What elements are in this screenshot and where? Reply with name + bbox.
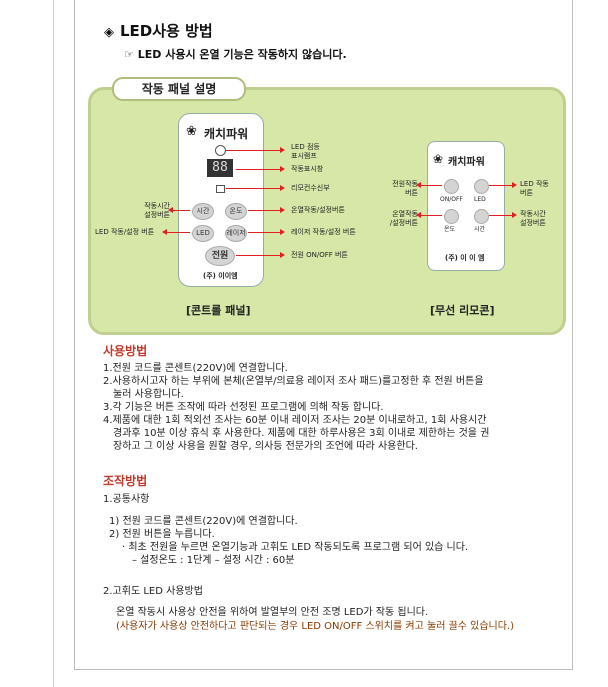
- list-item: 1.전원 코드를 콘센트(220V)에 연결합니다.: [103, 363, 288, 374]
- pointing-hand-icon: ☞: [124, 48, 134, 61]
- arrow: [162, 229, 190, 235]
- power-button[interactable]: 전원: [205, 246, 235, 266]
- arrow: [226, 185, 285, 191]
- list-item: 2.사용하시고자 하는 부위에 본체(온열부/의료용 레이저 조사 패드)를고정…: [103, 376, 484, 387]
- list-item: 눌러 사용합니다.: [113, 389, 184, 400]
- list-item: 3.각 기능은 버튼 조작에 따라 선정된 프로그램에 의해 작동 합니다.: [103, 402, 384, 413]
- list-item: 장하고 그 이상 사용을 원할 경우, 의사등 전문가의 조언에 따라 사용한다…: [113, 441, 418, 452]
- arrow: [236, 166, 285, 172]
- control-panel-maker: (주) 이이엠: [203, 272, 238, 280]
- temperature-button[interactable]: 온도: [225, 203, 247, 220]
- panel-tab-label: 작동 패널 설명: [112, 77, 246, 101]
- remote-led-button[interactable]: [474, 179, 489, 194]
- remote-time-label: 시간: [474, 226, 486, 233]
- arrow: [416, 182, 442, 188]
- remote-power-button[interactable]: [444, 179, 459, 194]
- control-panel-brand: 캐치파워: [204, 127, 249, 141]
- label-remote-heat: 온열작동/설정버튼: [389, 210, 418, 227]
- flower-logo-icon: ❀: [186, 124, 197, 139]
- operation-steps: 1) 전원 코드를 콘센트(220V)에 연결합니다. 2) 전원 버튼을 누릅…: [109, 515, 468, 567]
- display-window: 88: [207, 159, 233, 177]
- arrow: [248, 229, 285, 235]
- list-item: 2) 전원 버튼을 누릅니다.: [109, 529, 215, 540]
- left-page-border: [53, 0, 54, 687]
- arrow: [416, 212, 442, 218]
- arrow: [168, 207, 190, 213]
- led-usage-line: 온열 작동시 사용상 안전을 위하여 발열부의 안전 조명 LED가 작동 됩니…: [116, 607, 429, 618]
- led-usage-heading: 2.고휘도 LED 사용방법: [103, 586, 203, 597]
- time-button[interactable]: 시간: [192, 203, 214, 220]
- flower-logo-icon: ❀: [433, 152, 444, 166]
- remote-led-label: LED: [474, 196, 486, 203]
- led-usage-note: (사용자가 사용상 안전하다고 판단되는 경우 LED ON/OFF 스위치를 …: [116, 621, 515, 632]
- arrow: [489, 182, 517, 188]
- arrow: [226, 147, 285, 153]
- laser-button[interactable]: 레이저: [225, 225, 247, 242]
- diamond-bullet-icon: ◈: [104, 25, 114, 40]
- remote-receiver: [216, 185, 225, 193]
- remote-maker: (주) 이 이 엠: [445, 254, 485, 262]
- label-receiver: 리모컨수신부: [291, 184, 330, 192]
- arrow: [236, 252, 285, 258]
- remote-caption: [무선 리모콘]: [430, 304, 495, 317]
- remote-card: [427, 141, 505, 271]
- arrow: [489, 212, 517, 218]
- arrow: [248, 207, 285, 213]
- led-indicator-lamp: [215, 145, 226, 156]
- label-led-button: LED 작동/설정 버튼: [95, 228, 155, 236]
- led-button[interactable]: LED: [192, 225, 214, 242]
- remote-time-button[interactable]: [474, 209, 489, 224]
- list-item: 경과후 10분 이상 휴식 후 사용한다. 제품에 대한 하루사용은 3회 이내…: [113, 428, 490, 439]
- remote-temp-label: 온도: [444, 226, 456, 233]
- list-item: 1) 전원 코드를 콘센트(220V)에 연결합니다.: [109, 516, 298, 527]
- usage-list: 1.전원 코드를 콘센트(220V)에 연결합니다. 2.사용하시고자 하는 부…: [103, 362, 489, 453]
- page-subtitle: ☞ LED 사용시 온열 기능은 작동하지 않습니다.: [124, 48, 347, 61]
- remote-temperature-button[interactable]: [444, 209, 459, 224]
- common-heading: 1.공통사항: [103, 494, 150, 505]
- label-power-button: 전원 ON/OFF 버튼: [291, 251, 348, 259]
- list-item: – 설정온도 : 1단계 – 설정 시간 : 60분: [132, 555, 295, 566]
- content-frame: [74, 0, 573, 670]
- remote-brand: 캐치파워: [448, 157, 485, 168]
- usage-heading: 사용방법: [103, 344, 148, 358]
- label-heat-button: 온열작동/설정버튼: [291, 206, 345, 214]
- list-item: 4.제품에 대한 1회 적외선 조사는 60분 이내 레이저 조사는 20분 이…: [103, 415, 487, 426]
- list-item: · 최초 전원을 누르면 온열기능과 고휘도 LED 작동되도록 프로그램 되어…: [122, 542, 469, 553]
- remote-onoff-label: ON/OFF: [440, 196, 463, 203]
- label-display: 작동표시창: [291, 165, 324, 173]
- label-laser-button: 레이저 작동/설정 버튼: [291, 228, 356, 236]
- page-title: ◈LED사용 방법: [104, 22, 213, 40]
- operation-heading: 조작방법: [103, 474, 148, 488]
- control-panel-caption: [콘트롤 패널]: [186, 304, 251, 317]
